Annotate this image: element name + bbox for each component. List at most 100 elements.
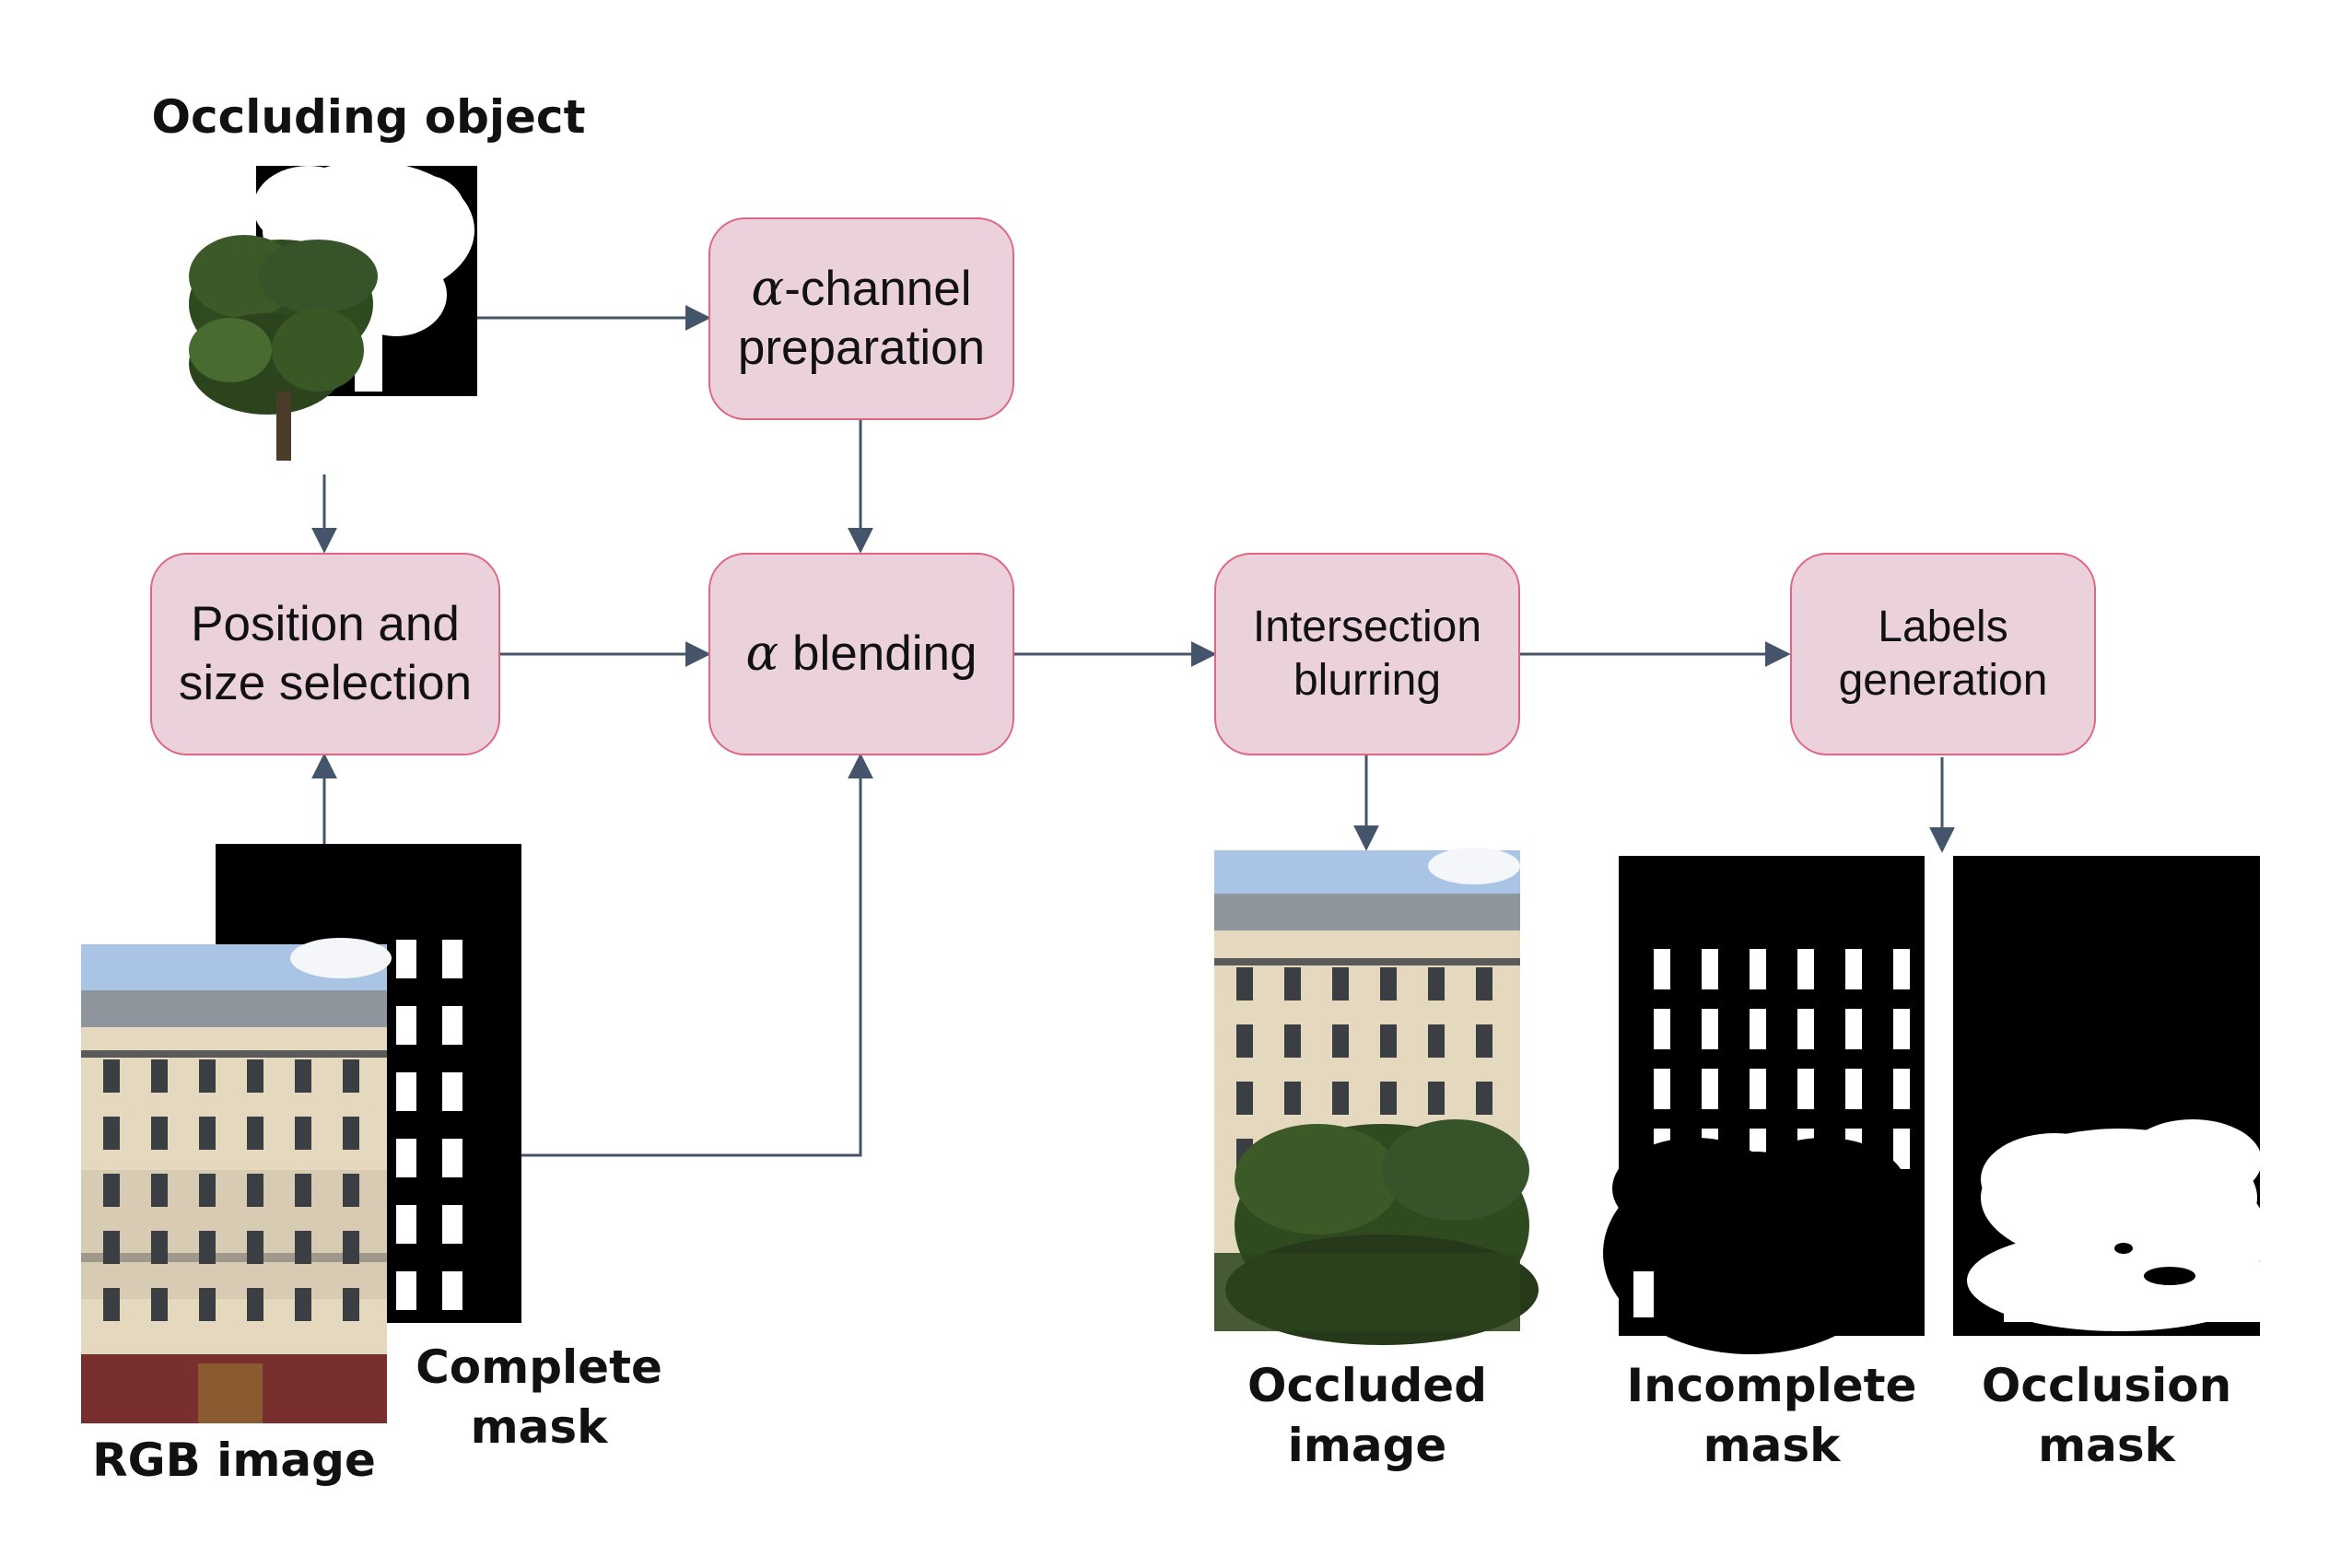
mask-window [1893, 949, 1910, 989]
labels-line2: generation [1838, 656, 2048, 705]
facade-window [1428, 1024, 1445, 1058]
facade-window [1284, 967, 1301, 1000]
caption-occluded-image: Occluded image [1214, 1356, 1520, 1476]
mask-window [1797, 949, 1814, 989]
arrow-mask-to-blending [521, 753, 873, 1157]
alpha-channel-preparation-node: α-channel preparation [708, 217, 1014, 420]
facade-window [1236, 967, 1253, 1000]
alpha-blending-node: α blending [708, 553, 1014, 755]
mask-window [396, 1006, 416, 1045]
mask-window [1750, 949, 1766, 989]
caption-occluding-object: Occluding object [138, 88, 599, 147]
facade-window [1332, 967, 1349, 1000]
caption-rgb-image-text: RGB image [92, 1433, 376, 1487]
alpha-symbol: α [751, 261, 785, 318]
facade-window [1380, 967, 1397, 1000]
caption-rgb-image: RGB image [81, 1431, 387, 1491]
caption-occlusion-line2: mask [2038, 1419, 2175, 1472]
rgb-image [81, 938, 392, 1423]
mask-window [1893, 1129, 1910, 1169]
facade-window [199, 1231, 216, 1264]
caption-incomplete-line1: Incomplete [1626, 1359, 1917, 1412]
facade-window [1236, 1024, 1253, 1058]
mask-window [1702, 1009, 1718, 1049]
mask-window [1893, 1009, 1910, 1049]
facade-window [199, 1288, 216, 1321]
facade-window [151, 1174, 168, 1207]
mask-window [1893, 1069, 1910, 1109]
facade-window [1476, 967, 1492, 1000]
facade-window [343, 1288, 359, 1321]
mask-window [1845, 1069, 1862, 1109]
caption-incomplete-mask: Incomplete mask [1619, 1356, 1925, 1476]
caption-occluding-object-text: Occluding object [151, 90, 586, 144]
intersection-blurring-node: Intersection blurring [1214, 553, 1520, 755]
mask-window [442, 1271, 462, 1310]
facade-window [1380, 1024, 1397, 1058]
facade-window [295, 1174, 311, 1207]
mask-window [442, 1006, 462, 1045]
caption-occlusion-line1: Occlusion [1981, 1359, 2232, 1412]
connectors [311, 305, 1955, 1157]
mask-window [442, 1139, 462, 1177]
occlusion-mask-image [1953, 856, 2271, 1336]
facade-window [1284, 1024, 1301, 1058]
facade-window [343, 1059, 359, 1093]
facade-window [343, 1174, 359, 1207]
facade-window [103, 1117, 120, 1150]
facade-window [343, 1231, 359, 1264]
facade-window [247, 1231, 263, 1264]
alpha-prep-line2: preparation [737, 321, 986, 375]
blending-line: α blending [746, 625, 977, 684]
occlusion-silhouette [1967, 1119, 2271, 1331]
facade-window [1380, 1082, 1397, 1115]
mask-window [1845, 1009, 1862, 1049]
facade-window [103, 1174, 120, 1207]
alpha-prep-line1: α-channel [751, 260, 971, 319]
position-line1: Position and [191, 597, 460, 652]
facade-window [247, 1059, 263, 1093]
facade-window [1284, 1082, 1301, 1115]
mask-window [1654, 1069, 1670, 1109]
caption-incomplete-line2: mask [1703, 1419, 1841, 1472]
mask-window [396, 1139, 416, 1177]
facade-window [247, 1174, 263, 1207]
caption-complete-mask-line1: Complete [416, 1340, 662, 1394]
mask-window [442, 1072, 462, 1111]
alpha-prep-label: -channel [784, 262, 972, 317]
facade-window [1428, 967, 1445, 1000]
tree-photo [189, 235, 378, 461]
mask-window [1797, 1069, 1814, 1109]
mask-window [1654, 949, 1670, 989]
mask-window [1702, 1069, 1718, 1109]
facade-window [247, 1117, 263, 1150]
mask-window [1750, 1069, 1766, 1109]
mask-window [396, 1271, 416, 1310]
alpha-symbol: α [745, 626, 779, 683]
intersection-line1: Intersection [1252, 603, 1482, 652]
incomplete-mask-image [1603, 856, 1925, 1354]
facade-window [247, 1288, 263, 1321]
caption-complete-mask: Complete mask [405, 1338, 673, 1457]
occluding-object-image [189, 161, 477, 461]
facade-window [151, 1059, 168, 1093]
mask-window [1654, 1009, 1670, 1049]
occluding-tree-overlay [1214, 1119, 1539, 1345]
occluded-image [1214, 848, 1539, 1345]
facade-window [199, 1117, 216, 1150]
mask-window [442, 940, 462, 978]
labels-generation-node: Labels generation [1790, 553, 2096, 755]
intersection-line2: blurring [1293, 656, 1442, 705]
facade-window [199, 1059, 216, 1093]
facade-window [1236, 1082, 1253, 1115]
facade-window [151, 1288, 168, 1321]
facade-window [1332, 1082, 1349, 1115]
facade-window [103, 1231, 120, 1264]
facade-window [1476, 1024, 1492, 1058]
labels-line1: Labels [1878, 603, 2008, 652]
facade-window [1332, 1024, 1349, 1058]
position-size-selection-node: Position and size selection [150, 553, 500, 755]
facade-window [295, 1117, 311, 1150]
